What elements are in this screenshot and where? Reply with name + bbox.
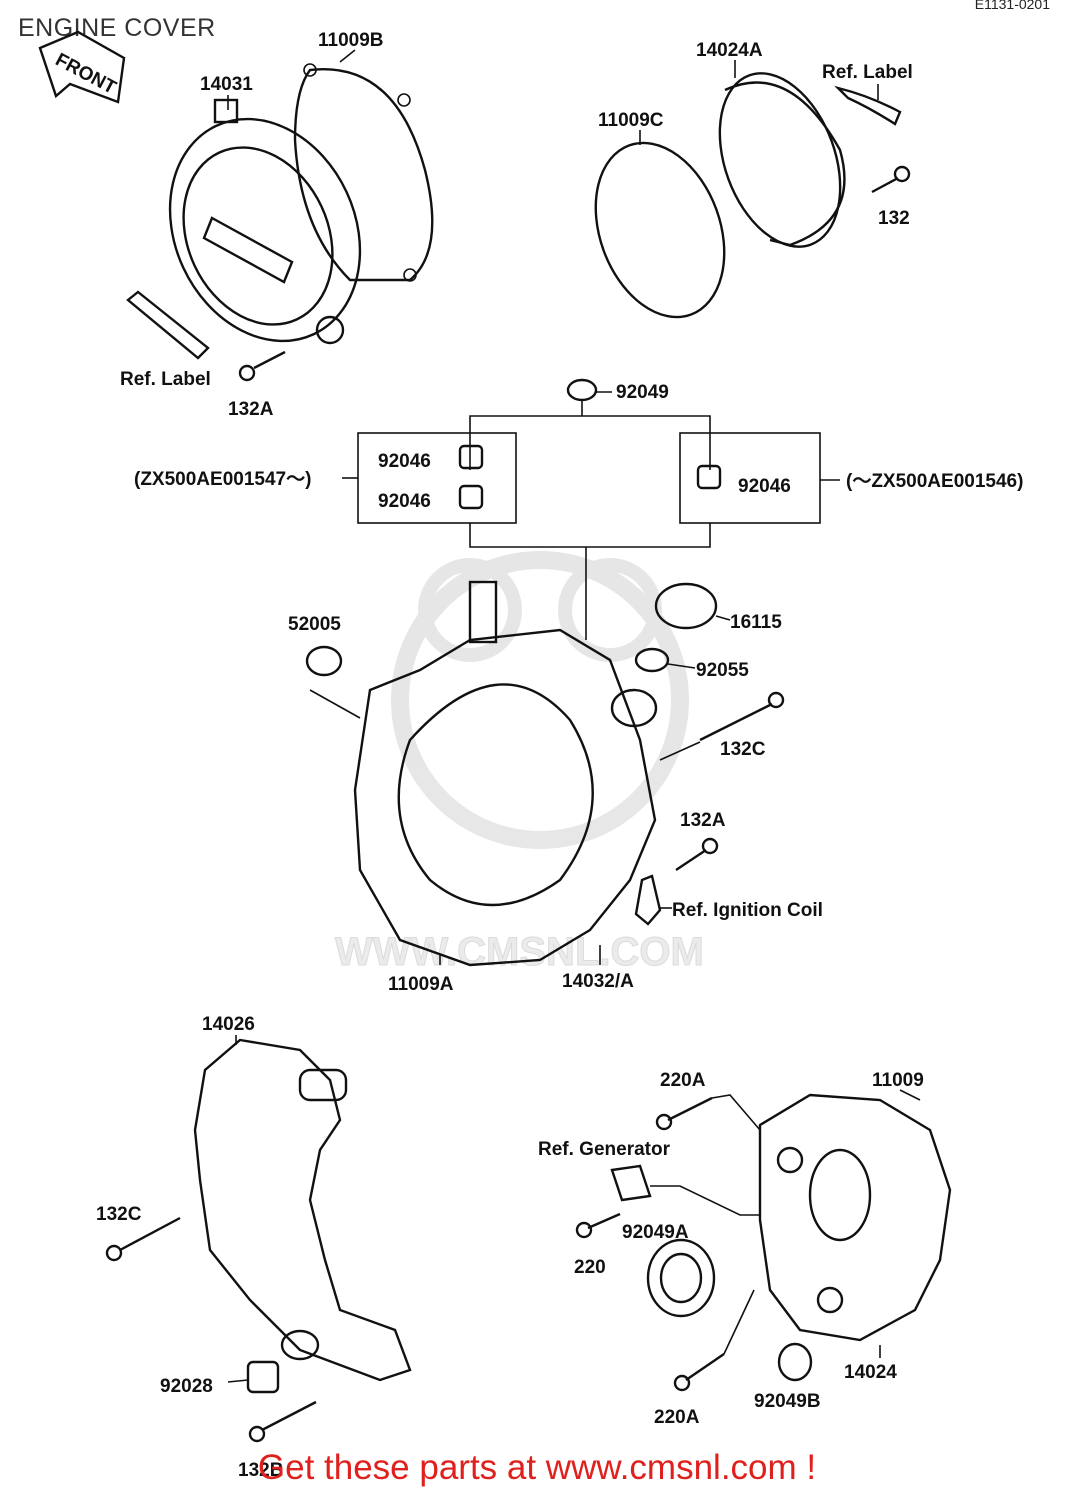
bolt-132A-mid [675,837,719,871]
label-92049A: 92049A [622,1222,689,1243]
label-132A-mid: 132A [680,810,726,831]
label-132C-mid: 132C [720,739,766,760]
label-ref-ignition-coil: Ref. Ignition Coil [672,900,823,921]
leader-lines [227,49,921,1383]
bolt-132B [248,1400,317,1443]
label-ref-generator: Ref. Generator [538,1139,671,1160]
cover-14031-part [168,98,362,345]
leader-52005 [309,689,361,719]
cover-14026-part [193,1038,412,1382]
bolt-220 [575,1212,621,1239]
bolt-132A-top [238,350,286,382]
label-132B: 132B [238,1460,283,1481]
label-132C-low: 132C [96,1204,142,1225]
label-11009B: 11009B [318,30,384,51]
label-220A-bottom: 220A [654,1407,700,1428]
oring-92055-part [634,647,696,673]
ref-label-strip-left [126,290,210,360]
label-92046-c: 92046 [738,476,791,497]
label-92046-a: 92046 [378,451,431,472]
cover-14024A-part [718,72,846,248]
label-16115: 16115 [730,612,782,633]
page-title: ENGINE COVER [18,14,216,42]
watermark-logo: WWW.CMSNL.COM [335,551,704,975]
label-ref-label-top: Ref. Label [822,62,913,83]
label-132A-top: 132A [228,399,274,420]
label-92046-b: 92046 [378,491,431,512]
label-11009A: 11009A [388,974,454,995]
plug-52005-part [305,645,343,677]
label-220A-top: 220A [660,1070,706,1091]
ref-label-strip-top [834,85,902,126]
label-14026: 14026 [202,1014,255,1035]
watermark-text: WWW.CMSNL.COM [335,930,704,974]
label-92049: 92049 [616,382,669,403]
label-220: 220 [574,1257,606,1278]
label-ref-label-left: Ref. Label [120,369,211,390]
cover-14024-part [758,1093,952,1342]
gasket-11009C-part [594,141,726,319]
ignition-coil-bracket [634,874,662,926]
label-92028: 92028 [160,1376,213,1397]
label-92055: 92055 [696,660,749,681]
label-14024A: 14024A [696,40,763,61]
bolt-220A-top [655,1094,761,1131]
seal-92049B-part [777,1342,813,1382]
diagram-code: E1131-0201 [974,0,1050,12]
label-14024: 14024 [844,1362,897,1383]
bolt-220A-bottom [673,1289,755,1392]
generator-bracket [610,1164,652,1202]
cover-14032A-part [353,580,658,967]
gasket-11009B-part [293,63,434,282]
label-52005: 52005 [288,614,341,635]
cap-16115-part [654,582,731,630]
bolt-132C-mid [659,691,785,761]
label-11009C: 11009C [598,110,664,131]
label-132: 132 [878,208,910,229]
collar-92028-part [246,1360,280,1394]
label-14032A: 14032/A [562,971,634,992]
plug-92046-parts [458,444,722,510]
seal-92049A-part [646,1238,716,1318]
label-11009: 11009 [872,1070,924,1091]
serial-bracket-lines [342,391,840,640]
footer-promo-link[interactable]: Get these parts at www.cmsnl.com ! [257,1448,817,1487]
bolt-132 [871,165,911,194]
bolt-132C-low [105,1216,181,1262]
label-92049B: 92049B [754,1391,821,1412]
label-serial-right: (～ZX500AE001546) [846,471,1023,492]
label-serial-left: (ZX500AE001547～) [134,469,311,490]
seal-92049-part [566,378,598,402]
front-arrow-icon: FRONT [38,30,126,104]
label-14031: 14031 [200,74,253,95]
